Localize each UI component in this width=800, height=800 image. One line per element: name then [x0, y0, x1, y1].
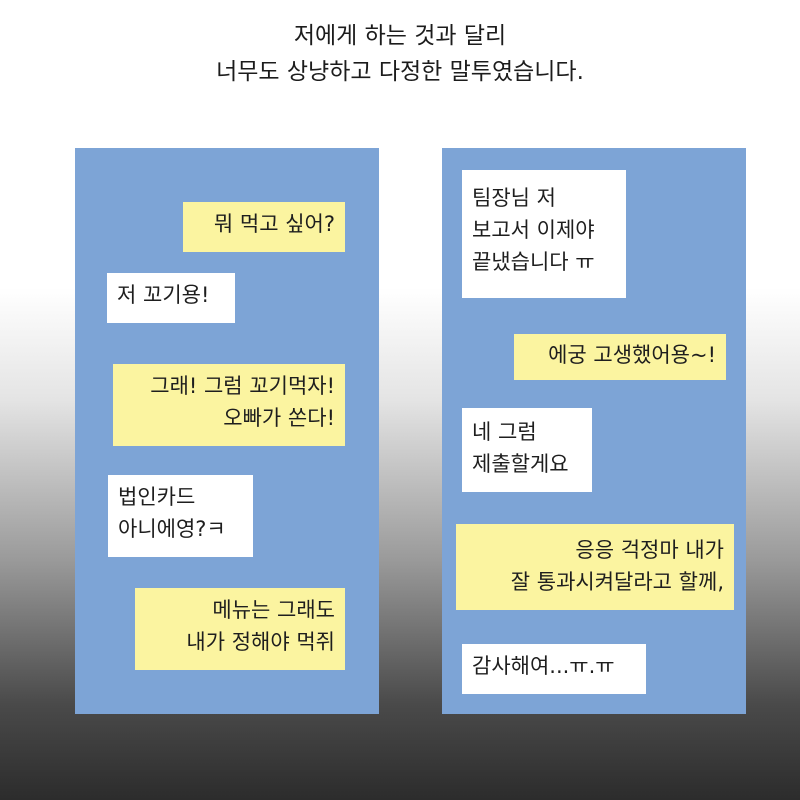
bubble-line: 보고서 이제야	[472, 218, 595, 242]
chat-bubble-yellow: 뭐 먹고 싶어?	[183, 202, 345, 252]
bubble-line: 아니에영?ㅋ	[118, 517, 226, 541]
bubble-line: 그래! 그럼 꼬기먹자!	[150, 374, 335, 398]
bubble-line: 제출할게요	[472, 452, 569, 476]
chat-bubble-white: 감사해여...ㅠ.ㅠ	[462, 644, 646, 694]
bubble-line: 팀장님 저	[472, 186, 556, 210]
caption: 저에게 하는 것과 달리 너무도 상냥하고 다정한 말투였습니다.	[0, 18, 800, 90]
caption-line-1: 저에게 하는 것과 달리	[293, 23, 507, 49]
chat-bubble-white: 저 꼬기용!	[107, 273, 235, 323]
chat-bubble-white: 법인카드 아니에영?ㅋ	[108, 475, 253, 557]
bubble-line: 끝냈습니다 ㅠ	[472, 250, 595, 274]
bubble-line: 저 꼬기용!	[117, 283, 210, 307]
chat-bubble-yellow: 응응 걱정마 내가 잘 통과시켜달라고 할께,	[456, 524, 734, 610]
bubble-line: 뭐 먹고 싶어?	[213, 212, 335, 236]
bubble-line: 네 그럼	[472, 420, 537, 444]
left-chat-panel: 뭐 먹고 싶어? 저 꼬기용! 그래! 그럼 꼬기먹자! 오빠가 쏜다! 법인카…	[75, 148, 379, 714]
bubble-line: 내가 정해야 먹쥐	[186, 630, 335, 654]
bubble-line: 응응 걱정마 내가	[575, 538, 724, 562]
chat-bubble-yellow: 그래! 그럼 꼬기먹자! 오빠가 쏜다!	[113, 364, 345, 446]
chat-bubble-yellow: 에궁 고생했어용~!	[514, 334, 726, 380]
bubble-line: 에궁 고생했어용~!	[548, 343, 716, 367]
bubble-line: 법인카드	[118, 485, 196, 509]
chat-bubble-white: 팀장님 저 보고서 이제야 끝냈습니다 ㅠ	[462, 170, 626, 298]
chat-bubble-white: 네 그럼 제출할게요	[462, 408, 592, 492]
bubble-line: 메뉴는 그래도	[212, 598, 335, 622]
chat-bubble-yellow: 메뉴는 그래도 내가 정해야 먹쥐	[135, 588, 345, 670]
caption-line-2: 너무도 상냥하고 다정한 말투였습니다.	[216, 59, 584, 85]
bubble-line: 잘 통과시켜달라고 할께,	[510, 570, 724, 594]
bubble-line: 오빠가 쏜다!	[223, 406, 335, 430]
bubble-line: 감사해여...ㅠ.ㅠ	[472, 654, 615, 678]
right-chat-panel: 팀장님 저 보고서 이제야 끝냈습니다 ㅠ 에궁 고생했어용~! 네 그럼 제출…	[442, 148, 746, 714]
